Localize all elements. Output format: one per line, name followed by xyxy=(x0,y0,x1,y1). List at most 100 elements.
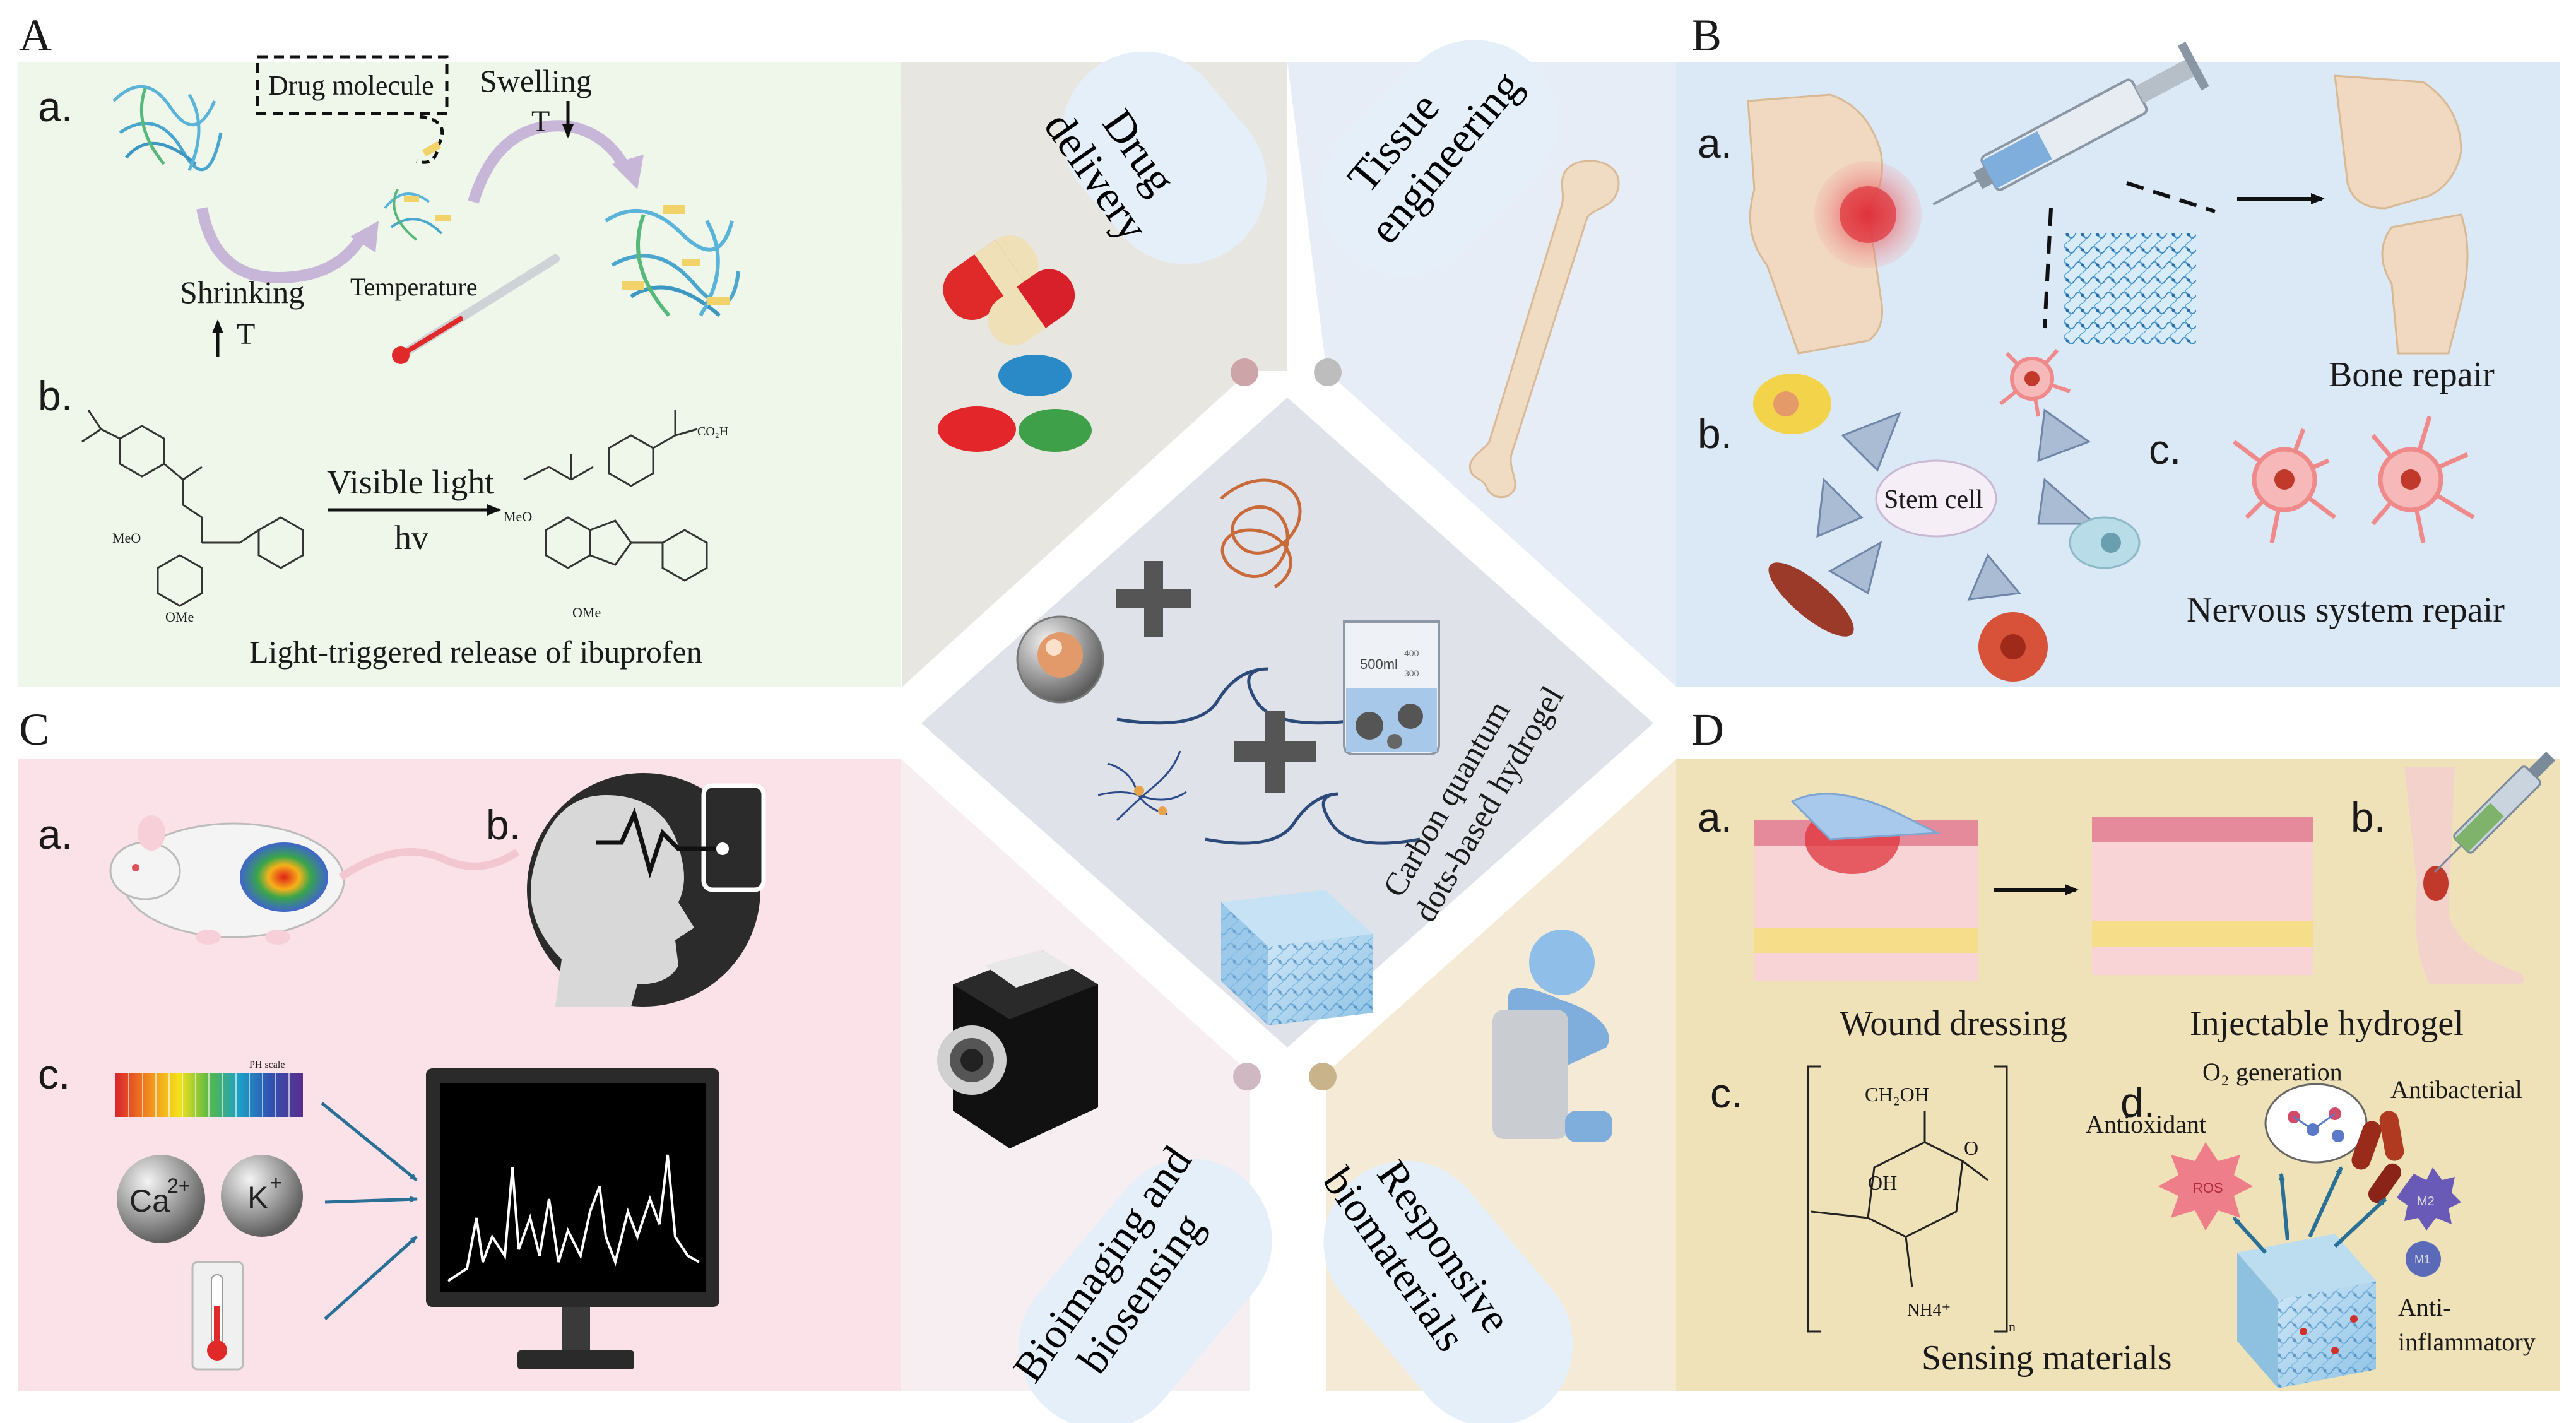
anti-inflammatory-line-2: inflammatory xyxy=(2398,1328,2536,1356)
healthy-knee-icon xyxy=(2334,74,2469,355)
leg-injection-icon xyxy=(2404,752,2555,984)
tablets-icon xyxy=(938,355,1092,452)
oh-label: OH xyxy=(1868,1171,1897,1194)
swelling-label: Swelling xyxy=(480,63,592,98)
drug-molecule-box: Drug molecule xyxy=(256,55,449,115)
co2h-label: CO₂H xyxy=(697,425,728,439)
person-figure-icon xyxy=(1492,930,1612,1142)
camera-icon xyxy=(937,950,1098,1148)
dashed-link-1 xyxy=(2043,208,2053,329)
swelling-arrowhead xyxy=(612,155,644,189)
ph-arrow xyxy=(321,1102,418,1181)
antibacterial-label: Antibacterial xyxy=(2390,1075,2522,1104)
shrinking-arrow xyxy=(196,207,365,284)
panel-a-sub-a: a. xyxy=(38,83,73,130)
syringe-icon xyxy=(1932,42,2209,206)
calcium-label: Ca xyxy=(129,1183,170,1219)
epithelial-cell-icon xyxy=(2069,516,2141,569)
fat-cell-icon xyxy=(1753,374,1831,434)
ome-label-1: OMe xyxy=(165,609,194,625)
ibuprofen-ester-structure xyxy=(81,410,304,607)
repeat-n-label: n xyxy=(2009,1319,2016,1335)
visible-light-label: Visible light xyxy=(327,463,494,501)
panel-d-sub-a: a. xyxy=(1698,794,1732,841)
beaker-volume-label: 500ml xyxy=(1360,656,1398,672)
shrinking-arrowhead xyxy=(350,221,379,252)
beaker-icon: 500ml 400 300 xyxy=(1343,620,1440,755)
m1-label: M1 xyxy=(2414,1253,2430,1266)
wearable-sensor-icon xyxy=(527,773,766,1007)
swollen-network-icon xyxy=(605,205,740,317)
panel-c-sub-c: c. xyxy=(38,1051,70,1097)
crosslinker-icon xyxy=(1097,750,1187,822)
connector-dot-tissue xyxy=(1314,358,1342,386)
potassium-charge: + xyxy=(270,1171,282,1194)
panel-d-sub-b: b. xyxy=(2351,794,2385,841)
panel-c-sub-a: a. xyxy=(38,811,73,858)
stem-cell-label: Stem cell xyxy=(1884,485,1983,514)
panel-a-sub-b: b. xyxy=(38,372,73,419)
wound-skin-icon xyxy=(1754,793,1978,981)
beaker-mark-1: 400 xyxy=(1404,648,1419,658)
injectable-hydrogel-label: Injectable hydrogel xyxy=(2190,1004,2464,1043)
o2-bubble-icon xyxy=(2264,1083,2368,1164)
sensing-materials-label: Sensing materials xyxy=(1922,1338,2172,1378)
muscle-cell-icon xyxy=(1768,562,1854,637)
drug-molecule-label: Drug molecule xyxy=(268,70,434,101)
shrinking-t-label: T xyxy=(237,317,255,351)
healed-skin-icon xyxy=(2092,817,2313,975)
hydrogel-function-arrows xyxy=(2232,1166,2387,1255)
ome-label-2: OMe xyxy=(572,605,601,620)
macrophage-m2-icon: M2 xyxy=(2397,1167,2461,1231)
hv-label: hv xyxy=(394,519,428,557)
thermometer-icon xyxy=(392,254,560,364)
ros-label: ROS xyxy=(2193,1180,2223,1196)
stem-cell-diagram: Stem cell xyxy=(1816,408,2098,601)
meo-label-2: MeO xyxy=(504,509,532,524)
ch2oh-label: CH₂OH xyxy=(1865,1083,1929,1106)
signal-trace xyxy=(447,1154,700,1282)
temperature-label: Temperature xyxy=(350,273,478,301)
hydrogel-cube-icon xyxy=(1221,890,1373,1025)
wound-dressing-label: Wound dressing xyxy=(1840,1004,2067,1043)
bone-repair-label: Bone repair xyxy=(2329,355,2495,394)
anti-inflammatory-line-1: Anti- xyxy=(2398,1293,2451,1321)
capsule-pills-icon xyxy=(943,235,1075,346)
panel-label-b: B xyxy=(1691,10,1722,61)
hydrogel-network-icon xyxy=(112,85,223,172)
polymer-coil-icon xyxy=(1220,478,1302,589)
copper-sphere-icon xyxy=(1016,615,1104,704)
neuron-cells-icon xyxy=(2232,415,2475,543)
knee-joint-icon xyxy=(1747,93,1922,355)
center-diamond xyxy=(921,398,1653,1048)
swelling-t-label: T xyxy=(531,105,550,138)
ion-arrow xyxy=(324,1196,418,1204)
plus-sign-icon-2 xyxy=(1234,711,1316,793)
benzofuran-structure xyxy=(545,516,708,582)
scaffold-cube-icon xyxy=(2064,233,2196,344)
panel-label-c: C xyxy=(19,704,49,755)
drug-particles-icon xyxy=(384,141,451,241)
curly-brace-2 xyxy=(1205,792,1421,845)
panel-d-sub-d: d. xyxy=(2120,1079,2155,1126)
ros-burst-icon: ROS xyxy=(2158,1142,2253,1231)
antioxidant-label: Antioxidant xyxy=(2086,1110,2206,1138)
ph-scale-label: PH scale xyxy=(249,1060,285,1070)
monitor-icon xyxy=(426,1068,719,1369)
shrinking-label: Shrinking xyxy=(180,275,304,310)
thermometer-sensor-icon xyxy=(191,1261,244,1371)
potassium-label: K xyxy=(247,1180,268,1215)
neuron-cell-icon-small xyxy=(1999,349,2071,417)
panel-b-sub-a: a. xyxy=(1698,120,1732,167)
panel-b-sub-b: b. xyxy=(1698,410,1732,457)
light-release-caption: Light-triggered release of ibuprofen xyxy=(249,634,702,670)
red-cell-icon xyxy=(1978,612,2048,682)
panel-a-background xyxy=(18,62,901,687)
calcium-charge: 2+ xyxy=(167,1174,190,1197)
plus-sign-icon xyxy=(1116,561,1191,637)
bone-icon xyxy=(1468,160,1620,499)
panel-b-sub-c: c. xyxy=(2149,426,2181,473)
mouse-imaging-icon xyxy=(109,815,520,945)
meo-label-1: MeO xyxy=(112,530,141,546)
